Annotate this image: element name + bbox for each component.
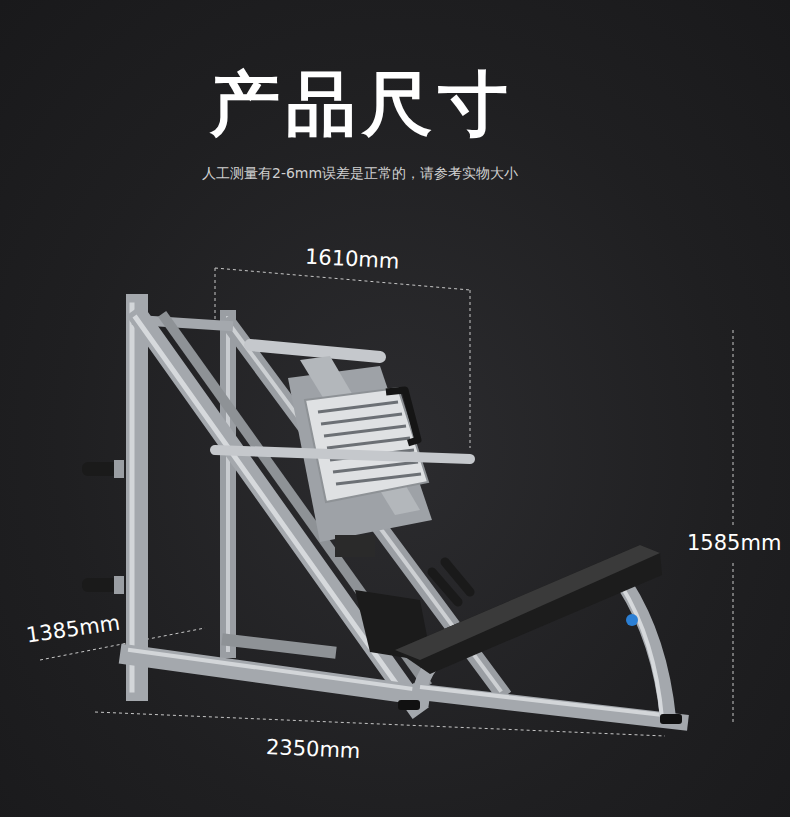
sled	[215, 345, 470, 557]
weight-horns-part	[82, 462, 118, 476]
seat-part	[621, 585, 662, 718]
front-frame-part	[130, 650, 420, 690]
sled-part-part	[333, 462, 418, 472]
seat-part	[395, 545, 660, 660]
page-title: 产品尺寸	[210, 69, 514, 139]
seat-part	[420, 692, 680, 722]
weight-horns-part	[114, 460, 124, 478]
weight-horns	[82, 460, 124, 594]
rear-frame-part	[220, 318, 236, 650]
sled-part-part	[321, 414, 402, 424]
sled-part	[250, 345, 380, 357]
weight-horns-part	[82, 578, 118, 592]
measurement-note: 人工测量有2-6mm误差是正常的，请参考实物大小	[202, 165, 518, 182]
seat-part	[420, 687, 680, 717]
sled-part-part	[327, 438, 410, 448]
seat	[355, 545, 682, 724]
seat-part	[398, 700, 420, 710]
sled-part	[318, 402, 421, 484]
dimension-lines	[40, 268, 733, 736]
sled-part	[215, 450, 470, 459]
seat-part	[395, 545, 662, 674]
length-dimension: 2350mm	[266, 736, 361, 763]
sled-part-part	[336, 474, 421, 484]
rear-frame-part	[226, 318, 230, 650]
seat-part	[660, 714, 682, 724]
dimension-lines-part	[215, 268, 470, 290]
weight-horns-part	[114, 576, 124, 594]
seat-part	[445, 562, 470, 592]
sled-part	[386, 390, 418, 443]
dimension-lines-part	[733, 563, 734, 722]
front-frame-part	[130, 305, 135, 690]
sled-part-part	[324, 426, 406, 436]
dimension-lines-part	[733, 330, 734, 525]
seat-part	[626, 614, 638, 626]
rear-frame-part	[228, 640, 330, 652]
height-dimension: 1585mm	[687, 532, 781, 555]
sled-part-part	[318, 402, 398, 412]
sled-part	[335, 535, 375, 557]
sled-part	[305, 388, 428, 502]
width-dimension: 1610mm	[304, 246, 399, 274]
dimension-lines-part	[470, 290, 471, 448]
depth-dimension: 1385mm	[25, 612, 122, 648]
front-frame-part	[130, 655, 420, 695]
front-frame-part	[126, 305, 148, 690]
